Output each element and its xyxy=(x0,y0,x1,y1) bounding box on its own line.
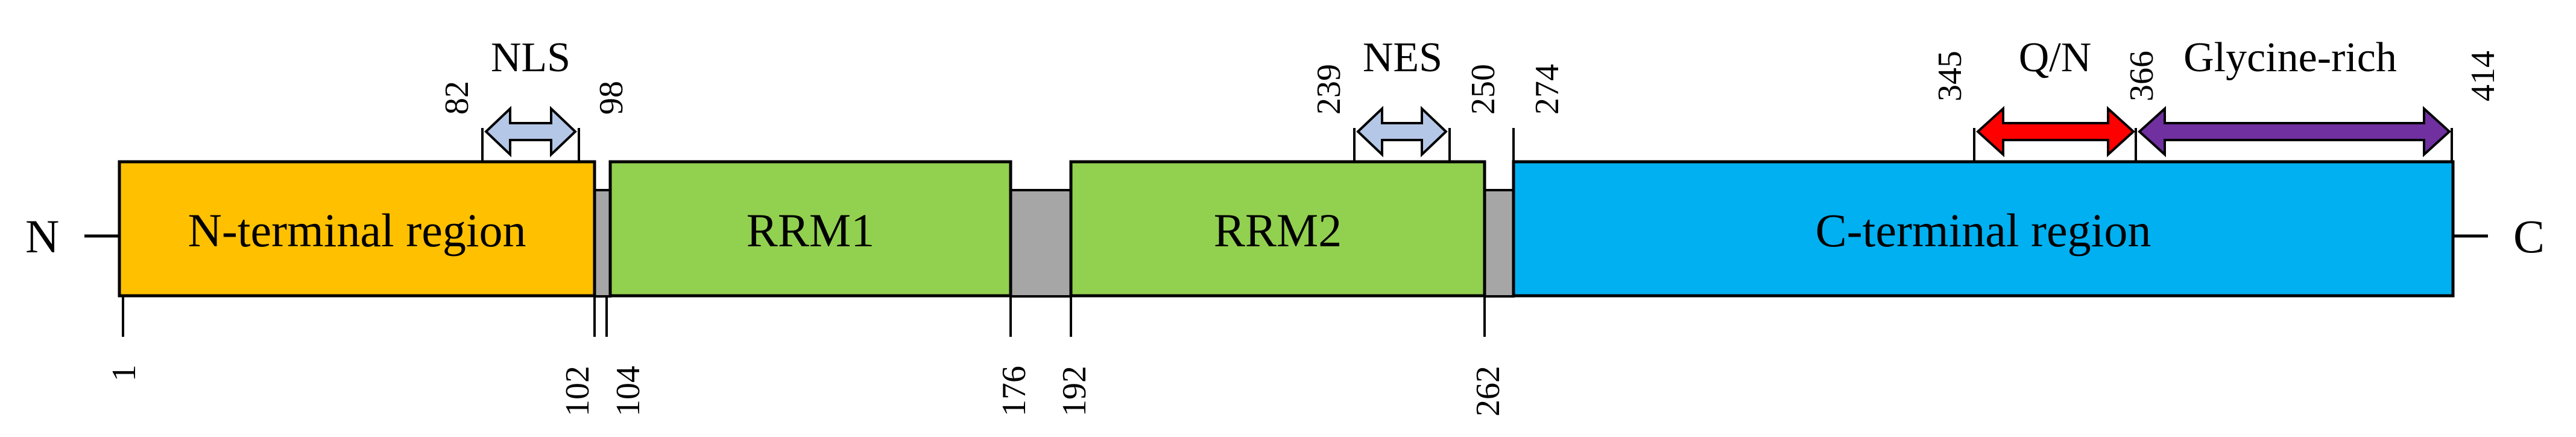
pos-176-number: 176 xyxy=(996,366,1033,416)
rrm2-box xyxy=(1069,160,1486,298)
pos-104-number: 104 xyxy=(610,366,647,416)
pos-192-number: 192 xyxy=(1056,366,1093,416)
rrm1-box xyxy=(608,160,1012,298)
qn-start-number: 345 xyxy=(1931,51,1969,101)
linker-3 xyxy=(1483,189,1515,298)
glycine-rich-label: Glycine-rich xyxy=(2183,34,2397,81)
glycine-end-number: 414 xyxy=(2464,51,2502,101)
nls-label: NLS xyxy=(491,34,570,81)
pos-262-number: 262 xyxy=(1470,366,1507,416)
nes-end-number: 250 xyxy=(1465,64,1502,115)
c-terminal-start-number: 274 xyxy=(1529,64,1566,115)
linker-2 xyxy=(1009,189,1072,298)
nls-start-number: 82 xyxy=(438,81,476,115)
c-terminus-label: C xyxy=(2513,210,2545,263)
nes-start-number: 239 xyxy=(1310,64,1348,115)
rrm2-label: RRM2 xyxy=(1214,204,1342,257)
nes-double-arrow xyxy=(1356,106,1448,158)
nls-end-number: 98 xyxy=(593,81,630,115)
n-terminal-region-label: N-terminal region xyxy=(188,204,526,257)
rrm1-label: RRM1 xyxy=(747,204,874,257)
c-terminal-region-box xyxy=(1512,160,2455,298)
linker-1 xyxy=(593,189,611,298)
qn-end-number: 366 xyxy=(2123,51,2161,101)
pos-102-number: 102 xyxy=(559,366,596,416)
qn-label: Q/N xyxy=(2019,34,2092,81)
qn-double-arrow xyxy=(1976,106,2135,158)
nls-double-arrow xyxy=(484,106,577,158)
nes-label: NES xyxy=(1363,34,1442,81)
glycine-double-arrow xyxy=(2138,106,2451,158)
c-terminal-region-label: C-terminal region xyxy=(1816,204,2151,257)
n-terminal-region-box xyxy=(118,160,596,298)
pos-1-number: 1 xyxy=(106,365,143,381)
n-terminus-label: N xyxy=(25,210,59,263)
